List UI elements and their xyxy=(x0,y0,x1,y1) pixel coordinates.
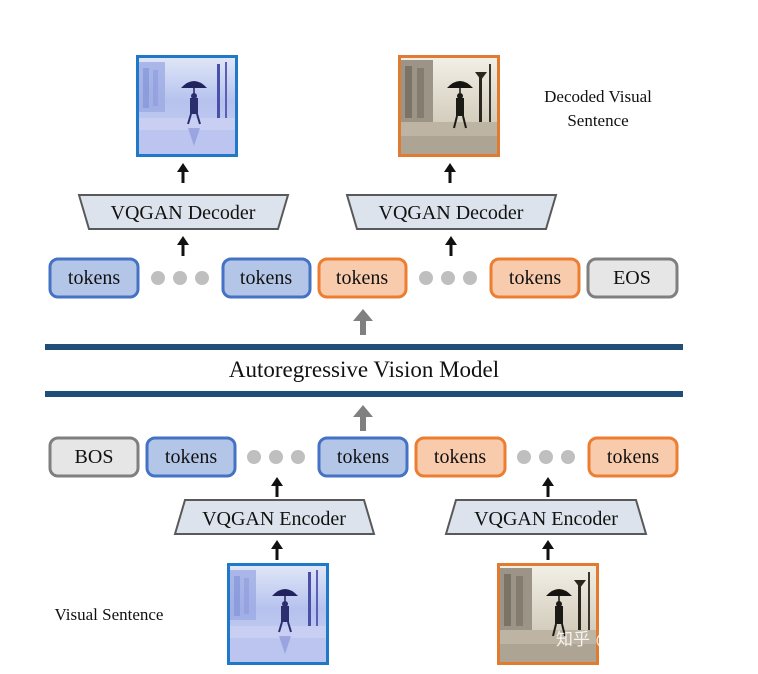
arrow-up-icon xyxy=(443,234,459,258)
visual-sentence-caption: Visual Sentence xyxy=(55,605,164,624)
token-box-top-2: tokens xyxy=(221,257,312,299)
token-label: tokens xyxy=(509,267,561,289)
ellipsis-dots-icon xyxy=(151,271,209,285)
gray-arrow-up-icon xyxy=(353,309,373,335)
input-image-sepia xyxy=(497,563,599,665)
eos-token-box: EOS xyxy=(586,257,679,299)
decoded-caption-line2: Sentence xyxy=(567,111,628,130)
bos-label: BOS xyxy=(75,446,114,468)
arrow-up-icon xyxy=(540,538,556,562)
token-label: tokens xyxy=(337,446,389,468)
arrow-up-icon xyxy=(269,475,285,499)
token-label: tokens xyxy=(336,267,388,289)
gray-arrow-up-icon xyxy=(353,405,373,431)
arrow-up-icon xyxy=(175,234,191,258)
vqgan-encoder-right: VQGAN Encoder xyxy=(444,499,648,535)
decoder-left-label: VQGAN Decoder xyxy=(111,202,256,224)
token-box-bottom-1: tokens xyxy=(145,436,237,478)
encoder-left-label: VQGAN Encoder xyxy=(202,508,346,530)
token-box-top-3: tokens xyxy=(317,257,408,299)
arrow-up-icon xyxy=(175,161,191,185)
arrow-up-icon xyxy=(269,538,285,562)
arrow-up-icon xyxy=(442,161,458,185)
arrow-up-icon xyxy=(540,475,556,499)
eos-label: EOS xyxy=(613,267,651,289)
ellipsis-dots-icon xyxy=(419,271,477,285)
input-image-blue xyxy=(227,563,329,665)
decoded-caption-line1: Decoded Visual xyxy=(544,87,652,106)
ellipsis-dots-icon xyxy=(517,450,575,464)
decoder-right-label: VQGAN Decoder xyxy=(379,202,524,224)
token-box-top-1: tokens xyxy=(48,257,140,299)
ellipsis-dots-icon xyxy=(247,450,305,464)
token-box-bottom-2: tokens xyxy=(317,436,409,478)
token-label: tokens xyxy=(240,267,292,289)
token-box-bottom-3: tokens xyxy=(414,436,507,478)
model-title: Autoregressive Vision Model xyxy=(229,357,499,382)
bos-token-box: BOS xyxy=(48,436,140,478)
encoder-right-label: VQGAN Encoder xyxy=(474,508,618,530)
token-label: tokens xyxy=(607,446,659,468)
vqgan-encoder-left: VQGAN Encoder xyxy=(173,499,376,535)
autoregressive-model-block: Autoregressive Vision Model xyxy=(45,344,683,397)
token-label: tokens xyxy=(165,446,217,468)
decoded-image-sepia xyxy=(398,55,500,157)
watermark: 知乎 @vasgaowei xyxy=(556,630,702,650)
token-box-bottom-4: tokens xyxy=(587,436,679,478)
token-label: tokens xyxy=(434,446,486,468)
token-box-top-4: tokens xyxy=(489,257,581,299)
vqgan-decoder-right: VQGAN Decoder xyxy=(345,194,558,230)
vqgan-decoder-left: VQGAN Decoder xyxy=(77,194,290,230)
decoded-image-blue xyxy=(136,55,238,157)
token-label: tokens xyxy=(68,267,120,289)
